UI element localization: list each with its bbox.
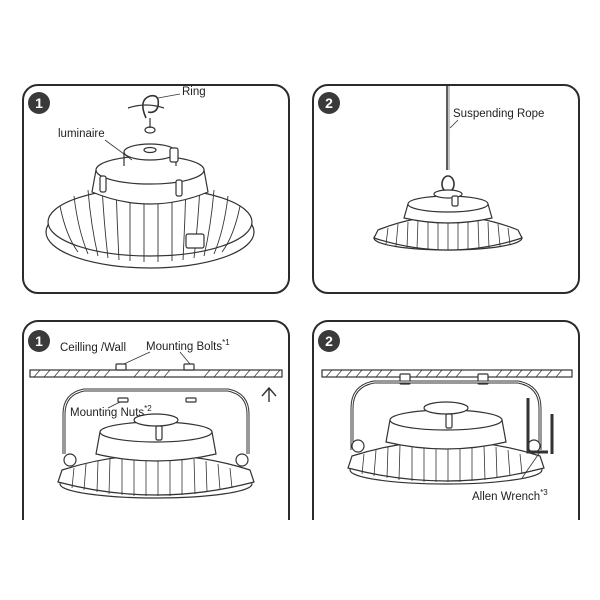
label-suspending-rope: Suspending Rope xyxy=(453,108,545,120)
panel-rope-mount xyxy=(312,84,580,294)
label-mounting-bolts-text: Mounting Bolts xyxy=(146,340,223,353)
step-badge-1-top: 1 xyxy=(28,92,50,114)
label-allen-wrench-text: Allen Wrench xyxy=(472,490,541,503)
label-mounting-bolts: Mounting Bolts*1 xyxy=(146,338,230,353)
step-badge-2-bottom: 2 xyxy=(318,330,340,352)
label-mounting-nuts: Mounting Nuts*2 xyxy=(70,404,152,419)
label-allen-wrench-note: *3 xyxy=(540,488,548,497)
step-badge-1-bottom: 1 xyxy=(28,330,50,352)
label-mounting-bolts-note: *1 xyxy=(222,338,230,347)
label-ring: Ring xyxy=(182,86,206,98)
step-badge-2-top: 2 xyxy=(318,92,340,114)
label-mounting-nuts-note: *2 xyxy=(144,404,152,413)
bottom-whitespace xyxy=(0,520,600,600)
label-allen-wrench: Allen Wrench*3 xyxy=(472,488,548,503)
luminaire-bracket-step2-illustration xyxy=(321,369,573,485)
luminaire-ring-illustration xyxy=(45,93,255,269)
luminaire-rope-illustration xyxy=(373,86,523,251)
label-ceiling-wall: Ceilling /Wall xyxy=(60,342,127,354)
label-luminaire: luminaire xyxy=(58,128,105,140)
luminaire-bracket-step1-illustration xyxy=(29,351,283,499)
label-mounting-nuts-text: Mounting Nuts xyxy=(70,406,145,419)
